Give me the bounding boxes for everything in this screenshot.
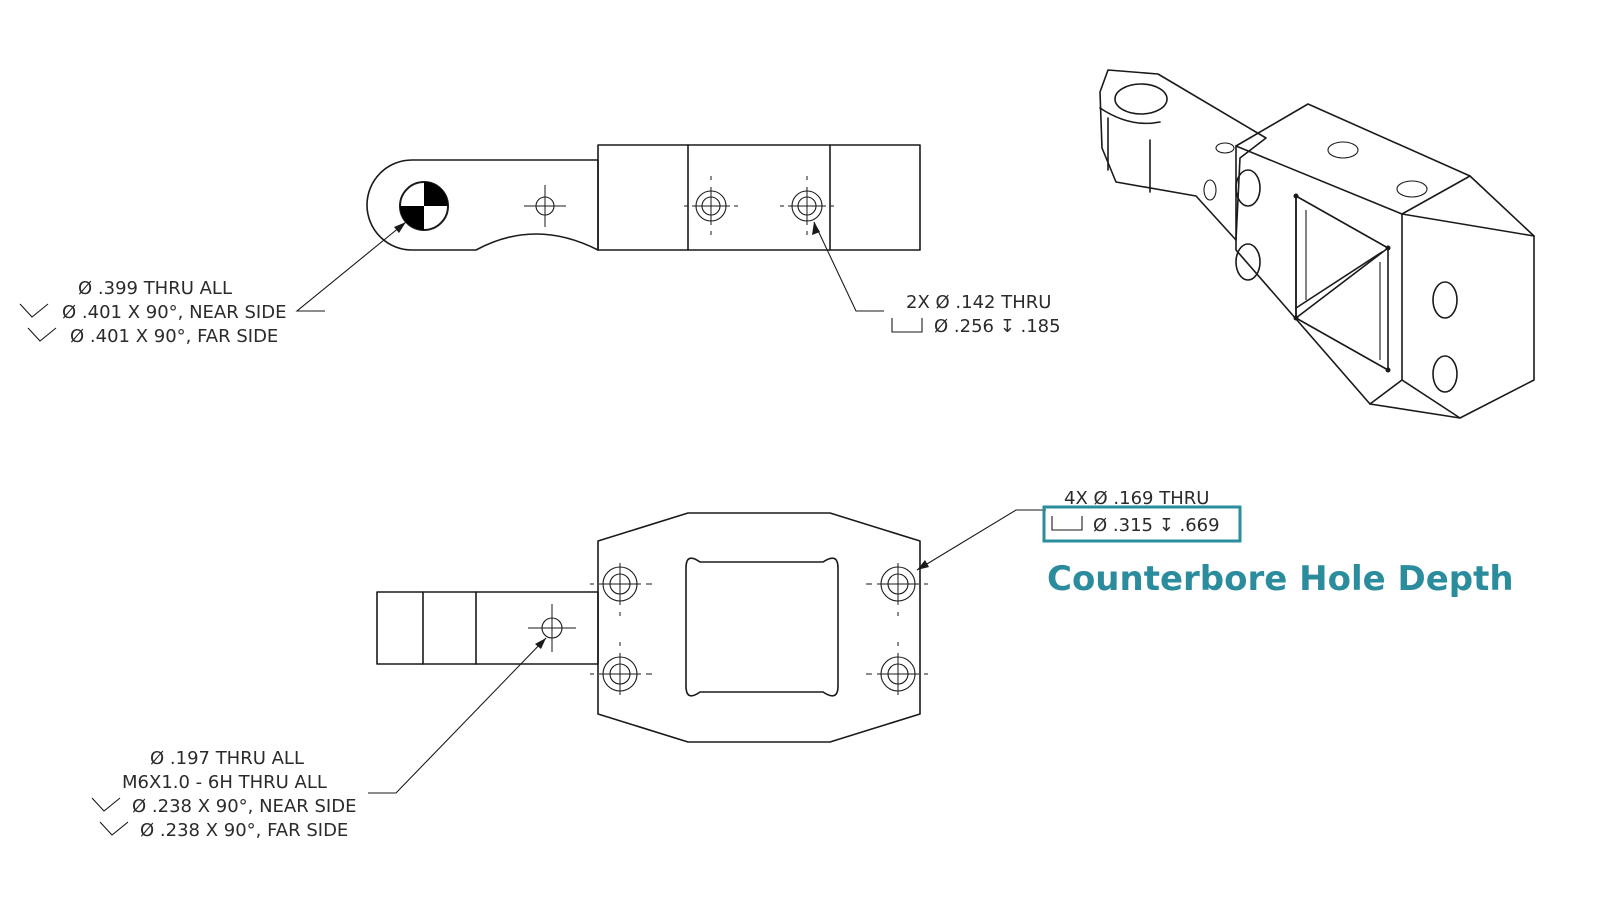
callout-hole-399: Ø .399 THRU ALL Ø .401 X 90°, NEAR SIDE …	[19, 278, 286, 347]
small-hole-mark	[524, 185, 566, 227]
counterbore-symbol	[891, 318, 923, 333]
square-pocket	[685, 557, 839, 697]
callout-142-line1: 2X Ø .142 THRU	[906, 292, 1051, 313]
callout-197-line3: Ø .238 X 90°, NEAR SIDE	[132, 796, 356, 817]
callout-169-line2: Ø .315 ↧ .669	[1093, 515, 1220, 536]
callout-399-line3: Ø .401 X 90°, FAR SIDE	[70, 326, 278, 347]
center-hole-mark	[528, 604, 576, 652]
callout-197-line4: Ø .238 X 90°, FAR SIDE	[140, 820, 348, 841]
highlight-box	[1042, 505, 1242, 543]
callout-197-line2: M6X1.0 - 6H THRU ALL	[122, 772, 327, 793]
counterbore-hole-right	[780, 176, 834, 235]
callout-169-line1: 4X Ø .169 THRU	[1064, 488, 1209, 509]
front-view	[368, 509, 1046, 794]
callout-hole-169: 4X Ø .169 THRU Ø .315 ↧ .669	[1042, 488, 1242, 543]
counterbore-symbol	[1051, 516, 1083, 531]
highlight-label: Counterbore Hole Depth	[1047, 559, 1514, 599]
callout-hole-197: Ø .197 THRU ALL M6X1.0 - 6H THRU ALL Ø .…	[91, 748, 356, 841]
callout-142-line2: Ø .256 ↧ .185	[934, 316, 1061, 337]
counterbore-hole-top-right	[866, 563, 928, 616]
counterbore-hole-bottom-left	[590, 642, 652, 695]
top-view	[295, 144, 921, 312]
callout-hole-142: 2X Ø .142 THRU Ø .256 ↧ .185	[891, 292, 1061, 337]
datum-target-symbol	[399, 181, 449, 231]
callout-399-line2: Ø .401 X 90°, NEAR SIDE	[62, 302, 286, 323]
callout-399-line1: Ø .399 THRU ALL	[78, 278, 232, 299]
callout-197-line1: Ø .197 THRU ALL	[150, 748, 304, 769]
isometric-view	[1099, 69, 1535, 419]
counterbore-hole-bottom-right	[866, 642, 928, 695]
counterbore-hole-top-left	[590, 563, 652, 616]
counterbore-hole-left	[684, 176, 738, 235]
